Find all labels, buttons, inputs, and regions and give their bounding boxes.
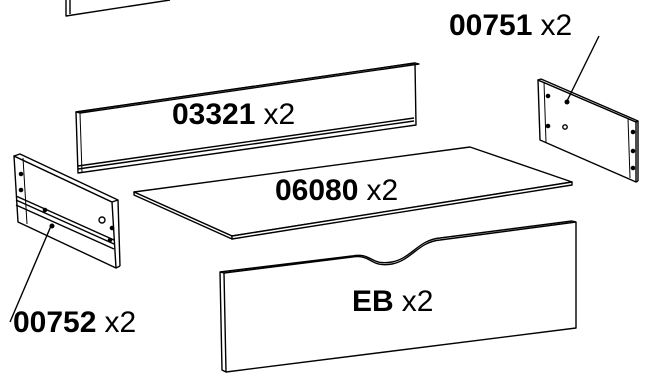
part-quantity: x2	[104, 306, 137, 339]
leader-line-00752	[9, 225, 52, 323]
part-quantity: x2	[263, 98, 296, 131]
side-panel-left	[13, 153, 121, 269]
leader-line-00751	[566, 35, 600, 102]
part-code: 03321	[172, 98, 256, 131]
part-code: 00752	[13, 306, 97, 339]
part-quantity: x2	[540, 9, 573, 42]
back-panel	[75, 62, 420, 174]
part-quantity: x2	[401, 285, 434, 318]
part-code: EB	[352, 285, 394, 318]
top-panel-fragment	[65, 0, 171, 17]
front-panel	[219, 220, 577, 373]
part-code: 00751	[449, 9, 533, 42]
bottom-board	[133, 146, 573, 240]
side-panel-right	[537, 78, 639, 183]
part-quantity: x2	[366, 174, 399, 207]
part-code: 06080	[275, 174, 359, 207]
